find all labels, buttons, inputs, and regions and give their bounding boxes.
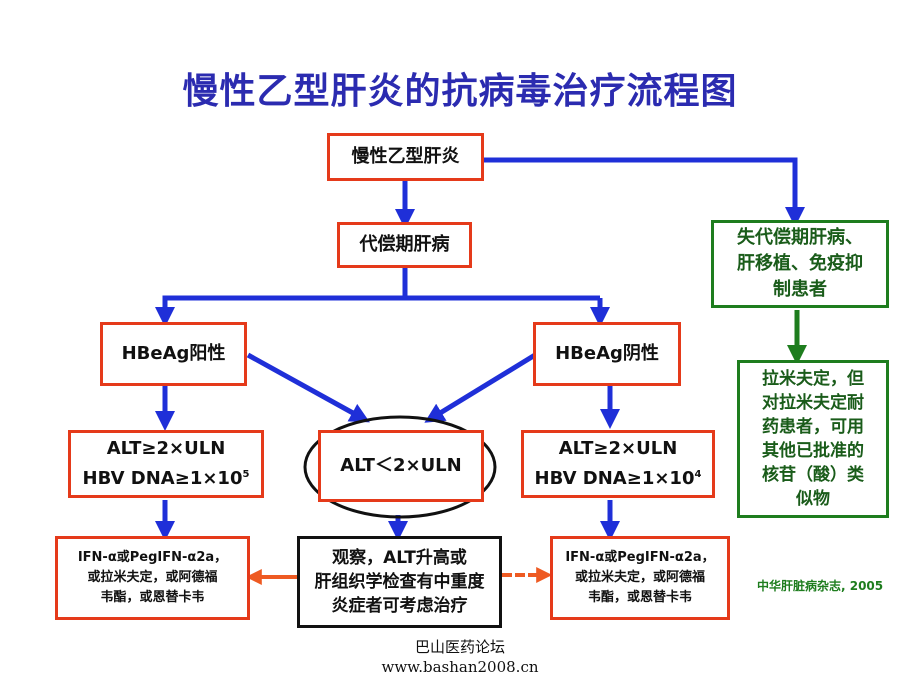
watermark: 巴山医药论坛 www.bashan2008.cn xyxy=(0,637,920,677)
node-decompensated-line: 失代偿期肝病、 xyxy=(737,227,863,248)
node-positive-treatment: IFN-α或PegIFN-α2a， 或拉米夫定，或阿德福 韦酯，或恩替卡韦 xyxy=(55,536,250,620)
arrow-split-left xyxy=(155,295,600,327)
node-hbeag-positive-label: HBeAg阳性 xyxy=(121,343,226,364)
node-compensated: 代偿期肝病 xyxy=(337,222,472,268)
node-positive-criteria: ALT≥2×ULN HBV DNA≥1×105 xyxy=(68,430,264,498)
node-negative-treatment-line: 或拉米夫定，或阿德福 xyxy=(574,570,705,585)
node-alt-low-label: ALT＜2×ULN xyxy=(340,455,462,476)
node-positive-criteria-exponent: 5 xyxy=(242,469,250,480)
node-decompensated: 失代偿期肝病、 肝移植、免疫抑 制患者 xyxy=(711,220,889,308)
node-lamivudine-line: 其他已批准的 xyxy=(762,441,864,461)
arrow-neg-to-alt-low xyxy=(424,352,537,423)
node-negative-criteria: ALT≥2×ULN HBV DNA≥1×104 xyxy=(521,430,715,498)
node-observe-line: 肝组织学检查有中重度 xyxy=(314,572,485,592)
page-title: 慢性乙型肝炎的抗病毒治疗流程图 xyxy=(182,71,738,112)
node-negative-criteria-dna-base: HBV DNA≥1×10 xyxy=(534,468,695,489)
node-lamivudine-line: 拉米夫定，但 xyxy=(762,369,864,389)
node-negative-criteria-alt: ALT≥2×ULN xyxy=(558,438,678,459)
node-alt-low: ALT＜2×ULN xyxy=(318,430,484,502)
node-lamivudine-line: 核苷（酸）类 xyxy=(762,465,864,485)
watermark-name: 巴山医药论坛 xyxy=(414,638,505,656)
node-compensated-label: 代偿期肝病 xyxy=(359,234,450,255)
alt-low-ellipse xyxy=(303,415,497,519)
node-negative-criteria-exponent: 4 xyxy=(694,469,702,480)
source-citation: 中华肝脏病杂志, 2005 xyxy=(757,579,884,593)
node-positive-treatment-line: 韦酯，或恩替卡韦 xyxy=(100,590,205,605)
node-positive-treatment-line: 或拉米夫定，或阿德福 xyxy=(87,570,218,585)
watermark-url: www.bashan2008.cn xyxy=(381,658,539,676)
node-negative-treatment: IFN-α或PegIFN-α2a， 或拉米夫定，或阿德福 韦酯，或恩替卡韦 xyxy=(550,536,730,620)
node-negative-treatment-line: 韦酯，或恩替卡韦 xyxy=(587,590,692,605)
node-lamivudine-resistant: 拉米夫定，但 对拉米夫定耐 药患者，可用 其他已批准的 核苷（酸）类 似物 xyxy=(737,360,889,518)
node-decompensated-line: 肝移植、免疫抑 xyxy=(737,253,863,274)
arrow-chronic-to-decompensated xyxy=(482,157,805,227)
node-observe-line: 炎症者可考虑治疗 xyxy=(331,596,468,616)
node-positive-criteria-alt: ALT≥2×ULN xyxy=(106,438,226,459)
node-positive-criteria-dna: HBV DNA≥1×105 xyxy=(83,462,250,492)
node-lamivudine-line: 药患者，可用 xyxy=(762,417,864,437)
node-positive-treatment-line: IFN-α或PegIFN-α2a， xyxy=(77,550,228,565)
node-hbeag-negative-label: HBeAg阴性 xyxy=(555,343,659,364)
node-hbeag-negative: HBeAg阴性 xyxy=(533,322,681,386)
node-lamivudine-line: 似物 xyxy=(796,489,830,509)
node-chronic-hepatitis-b-label: 慢性乙型肝炎 xyxy=(351,146,460,167)
node-negative-criteria-dna: HBV DNA≥1×104 xyxy=(535,462,702,492)
node-chronic-hepatitis-b: 慢性乙型肝炎 xyxy=(327,133,484,181)
node-decompensated-line: 制患者 xyxy=(773,279,827,300)
node-lamivudine-line: 对拉米夫定耐 xyxy=(762,393,864,413)
node-hbeag-positive: HBeAg阳性 xyxy=(100,322,247,386)
node-positive-criteria-dna-base: HBV DNA≥1×10 xyxy=(82,468,243,489)
node-observe-line: 观察，ALT升高或 xyxy=(332,548,467,568)
node-observe: 观察，ALT升高或 肝组织学检查有中重度 炎症者可考虑治疗 xyxy=(297,536,502,628)
arrow-pos-to-alt-low xyxy=(246,352,370,423)
node-negative-treatment-line: IFN-α或PegIFN-α2a， xyxy=(565,550,715,565)
